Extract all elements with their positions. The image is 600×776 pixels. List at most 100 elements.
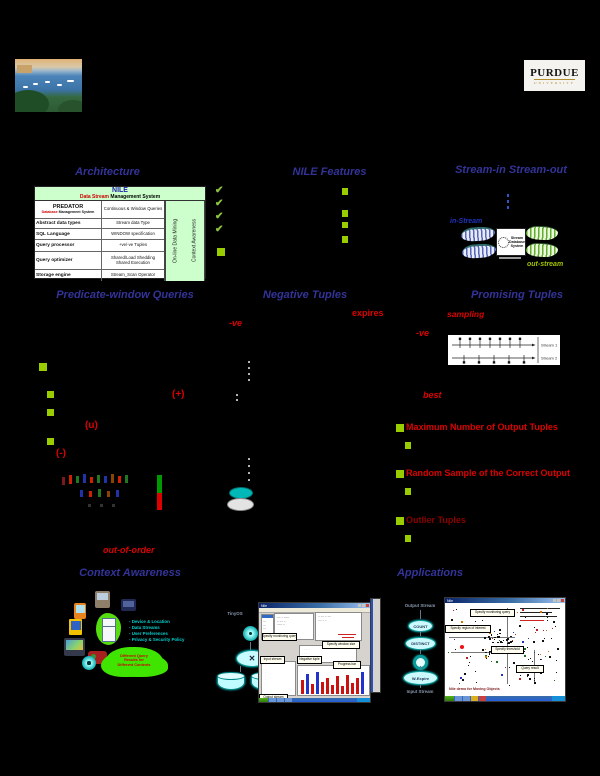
map-dot [452,619,454,621]
map-dot [487,656,489,658]
map-dot [468,662,470,663]
bullet-icon [39,363,47,371]
table-title: NILE [112,187,128,194]
table-header: NILE Data Stream Management System [35,187,205,201]
flow-dots [507,206,509,209]
callout-monitoring-query: Specify monitoring query [470,609,515,617]
map-dot [549,655,552,658]
row-value: +ve/-ve Tuples [118,242,148,248]
taskbar [445,696,565,701]
map-dot [507,641,509,644]
stream-database-system-box: Stream Database System [496,228,526,256]
sensor-node-icon [243,626,258,641]
colored-tuple-mark [89,491,92,497]
map-dot [554,626,556,627]
map-dot [498,636,500,638]
keyword-out-of-order: out-of-order [103,545,155,555]
colored-tuple-mark [104,476,107,483]
map-dot [547,619,549,621]
keyword-best: best [423,390,442,400]
map-dot [535,631,537,633]
callout-query-result: Query result [516,665,544,673]
photo-trees [15,90,49,112]
map-dot [496,636,499,638]
photo-boat [33,83,38,85]
map-dot [546,616,548,618]
map-dot [476,682,478,684]
chart-bar [341,686,344,694]
chart-bar [351,683,354,694]
keyword-expires: expires [352,308,384,318]
pipeline-connector [250,642,251,650]
map-dot [556,647,559,650]
map-dot [466,657,469,659]
background-window-sliver [370,598,381,693]
map-dot [496,633,499,636]
colored-tuple-mark [97,475,100,483]
heading-architecture: Architecture [75,166,140,178]
map-dot [499,639,501,641]
row-value: Stream_Scan Operator [110,272,156,278]
map-dot [469,655,471,657]
bullet-icon [405,442,411,449]
window-buttons [553,599,565,602]
map-dot [520,674,522,676]
table-row: Query processor +ve/-ve Tuples [35,240,164,252]
chart-bar [316,672,319,694]
bullet-icon [47,409,54,416]
photo-boat [45,81,50,83]
map-dot [540,610,543,613]
window-titlebar: Nile [445,598,565,603]
map-dot [533,677,535,679]
map-dot [485,651,487,654]
axis-label-mark [112,504,115,507]
callout-threshold: Specify threshold [491,646,524,654]
table-row: PREDATOR Database Management System Cont… [35,201,164,219]
bullet-icon [342,210,348,217]
map-dot [475,621,477,623]
w-expire-operator: W-Expire [403,671,438,685]
chart-bar [321,682,324,694]
map-dot [456,609,457,610]
bullet-icon [342,236,348,243]
axis-label-mark [88,504,91,507]
map-dot [555,672,557,673]
map-dot [519,625,522,627]
list-item-outlier-tuples: Outlier Tuples [406,515,466,525]
map-dot [492,638,494,640]
map-dot [458,683,460,685]
pipeline-connector [420,666,421,670]
map-dot [527,646,529,648]
purdue-university-label: UNIVERSITY [534,78,575,85]
map-dot [506,639,508,641]
map-dot [450,619,453,621]
map-dot [529,678,532,681]
callout-input-stream: Input stream [260,656,285,664]
photo-boat [57,84,62,86]
map-dot [532,640,535,643]
window-titlebar: Nile [259,603,370,608]
map-dot [550,637,552,639]
map-dot [513,662,515,664]
plan-panel: ~ ~~ ~ ~~~~ ~ ~ [315,612,362,641]
fridge-blob [96,613,121,645]
pipeline-output-label: Output Stream [404,603,436,608]
bullet-icon [47,391,54,398]
flow-dots [507,200,509,203]
plan-dots [248,458,250,460]
map-dot [485,657,487,659]
purdue-wordmark: PURDUE [530,66,579,79]
map-dot [551,627,553,629]
plan-dots [248,367,250,369]
colored-tuple-mark [107,491,110,497]
map-dot [554,680,556,681]
map-dot [502,639,504,641]
colored-tuple-mark [118,476,121,483]
purdue-logo: PURDUE UNIVERSITY [524,60,585,91]
legend-panel [519,606,563,623]
monitor-icon [64,638,85,656]
map-dot [546,608,548,610]
table-subtitle: Data Stream Management System [79,194,161,200]
map-dot [540,653,542,655]
bullet-icon [396,424,404,432]
